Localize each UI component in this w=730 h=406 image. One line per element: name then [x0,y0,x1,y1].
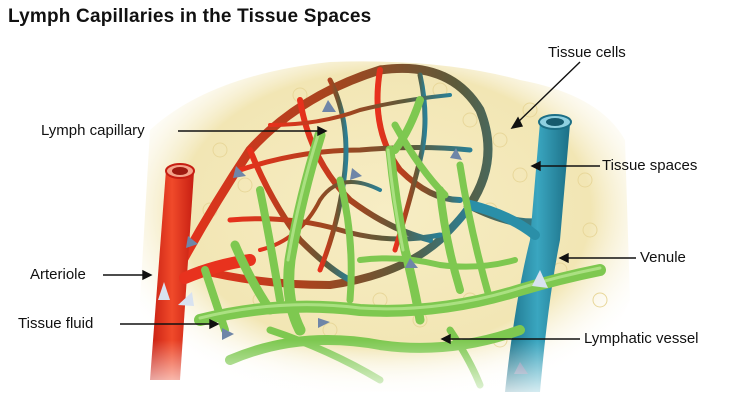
label-arteriole: Arteriole [30,266,86,283]
label-lymph-capillary: Lymph capillary [41,122,145,139]
label-tissue-spaces: Tissue spaces [602,157,697,174]
label-tissue-cells: Tissue cells [548,44,626,61]
bottom-fade [130,340,650,406]
label-tissue-fluid: Tissue fluid [18,315,93,332]
label-lymphatic-vessel: Lymphatic vessel [584,330,699,347]
label-venule: Venule [640,249,686,266]
